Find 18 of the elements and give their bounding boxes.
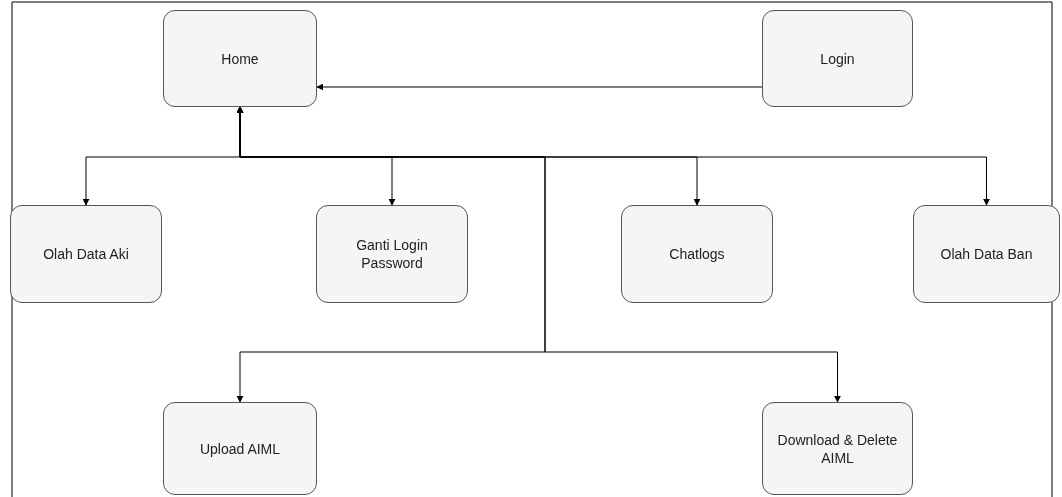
rounded-box [762,402,913,495]
rounded-box [913,205,1060,303]
arrow [316,83,763,91]
box-label: Olah Data Ban [940,245,1033,263]
box-label: Download & Delete AIML [776,430,899,467]
box-label: Home [221,49,259,68]
box-label: Ganti Login Password [355,236,429,272]
box-label: Olah Data Aki [43,245,129,263]
rounded-box [163,10,317,107]
box-label: Chatlogs [669,245,725,263]
rounded-box [163,402,317,495]
box-label: Upload AIML [199,439,281,458]
rounded-box [10,205,162,303]
box-label: Login [820,49,855,68]
arrow [236,106,841,403]
rounded-box [316,205,468,303]
rounded-box [621,205,773,303]
rounded-box [762,10,913,107]
